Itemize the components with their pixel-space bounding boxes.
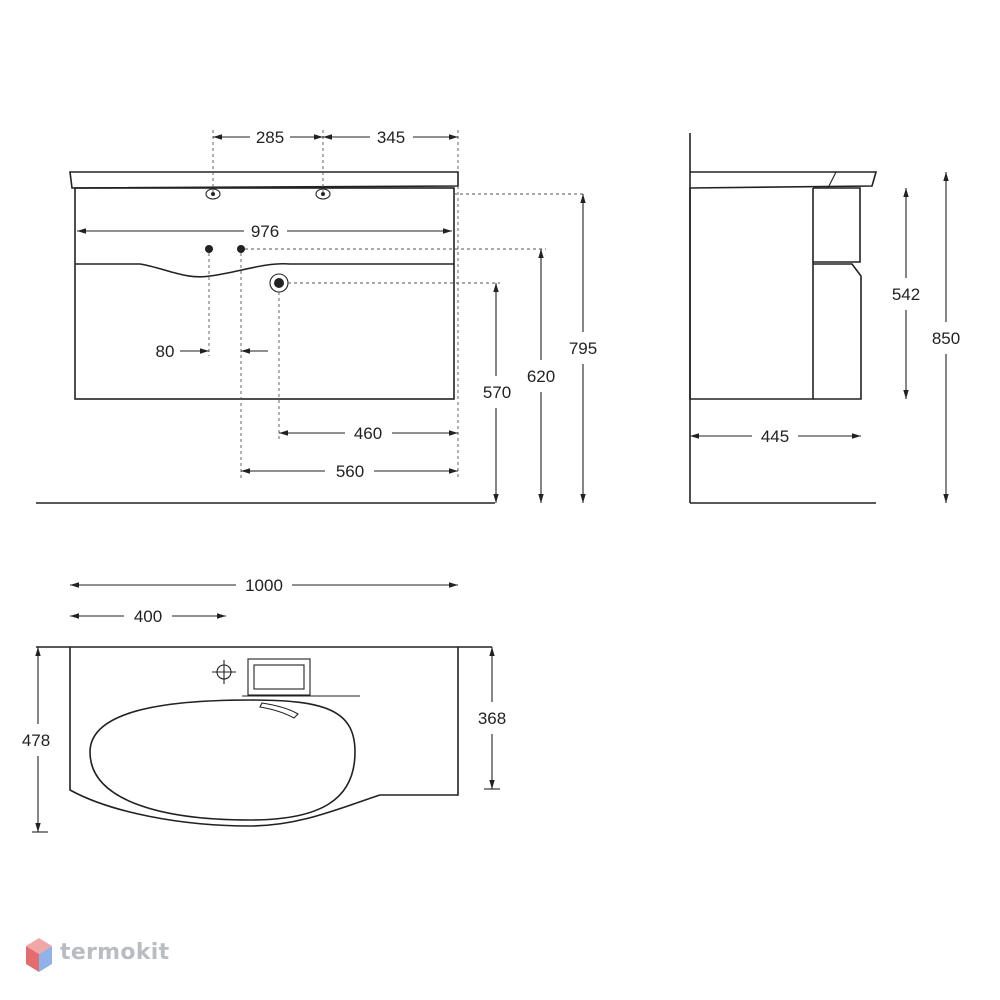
drawer-profile-side (813, 263, 862, 400)
overflow-slot (259, 702, 299, 719)
dim-label-445: 445 (761, 427, 789, 446)
basin-bowl (89, 699, 356, 821)
dim-label-478: 478 (22, 731, 50, 750)
faucet-hole-top-icon (212, 660, 236, 684)
dim-label-620: 620 (527, 367, 555, 386)
faucet-hole-right-icon (315, 188, 331, 200)
pipe-point-right (237, 245, 245, 253)
countertop-front (69, 171, 459, 189)
drawer-top-curve (75, 262, 454, 278)
dim-label-850: 850 (932, 329, 960, 348)
drain-icon (269, 273, 289, 293)
faucet-hole-left-icon (205, 188, 221, 200)
dim-label-976: 976 (251, 222, 279, 241)
cabinet-body-front (74, 187, 455, 400)
soap-tray-icon (247, 658, 311, 696)
cabinet-body-side (689, 188, 814, 400)
brand-watermark: termokit (60, 940, 170, 965)
door-profile-side (813, 187, 861, 263)
dim-label-285: 285 (256, 128, 284, 147)
side-view: 542 850 445 (689, 133, 967, 504)
countertop-side (689, 171, 878, 189)
hexagon-cube-icon (26, 938, 52, 972)
dim-label-368: 368 (478, 709, 506, 728)
top-view: 1000 400 478 368 (16, 576, 514, 833)
dim-label-80: 80 (156, 342, 175, 361)
dim-label-460: 460 (354, 424, 382, 443)
dim-label-345: 345 (377, 128, 405, 147)
dim-label-1000: 1000 (245, 576, 283, 595)
basin-outline (69, 647, 459, 827)
dim-label-542: 542 (892, 285, 920, 304)
front-view: 285 345 976 80 460 560 570 620 (36, 128, 604, 504)
dim-label-795: 795 (569, 339, 597, 358)
dim-label-560: 560 (336, 462, 364, 481)
dim-label-570: 570 (483, 383, 511, 402)
dim-label-400: 400 (134, 607, 162, 626)
pipe-point-left (205, 245, 213, 253)
